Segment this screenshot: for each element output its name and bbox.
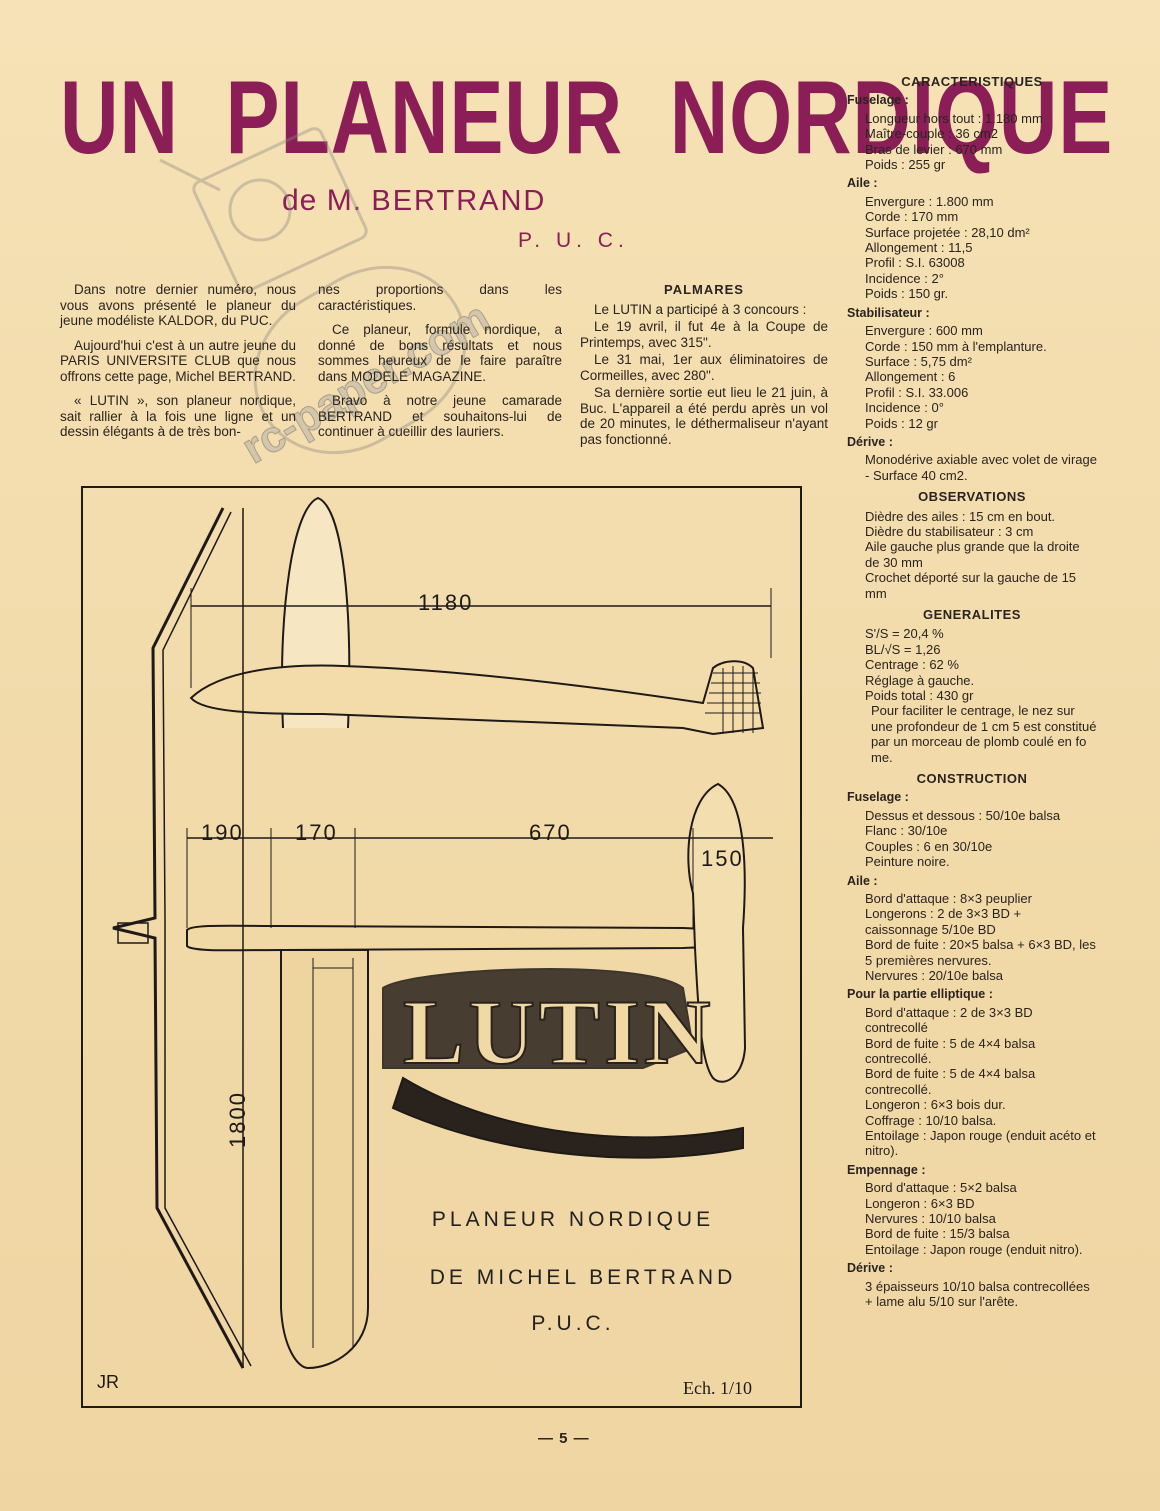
spec-line: Allongement : 6 [865, 369, 956, 385]
section-heading: CONSTRUCTION [916, 771, 1028, 787]
subtitle-prefix: de M. [282, 184, 363, 217]
spec-line: Entoilage : Japon rouge (enduit nitro). [865, 1241, 1083, 1257]
section-heading: CARACTERISTIQUES [901, 74, 1043, 89]
spec-line: Bord de fuite : 15/3 balsa [865, 1226, 1010, 1242]
spec-line: Allongement : 11,5 [865, 240, 973, 256]
spec-line: Nervures : 10/10 balsa [865, 1211, 996, 1227]
spec-line: Entoilage : Japon rouge (enduit acéto et… [865, 1128, 1096, 1159]
spec-line: Coffrage : 10/10 balsa. [865, 1112, 997, 1128]
spec-line: Bord de fuite : 20×5 balsa + 6×3 BD, les… [865, 937, 1096, 968]
subsection-label: Empennage : [847, 1162, 926, 1177]
subsection-label: Stabilisateur : [847, 305, 930, 320]
section-heading: GENERALITES [923, 607, 1021, 622]
spec-line: BL/√S = 1,26 [865, 641, 941, 657]
dim-label-670: 670 [529, 820, 572, 845]
spec-line: Poids : 12 gr [865, 415, 938, 431]
spec-line: Couples : 6 en 30/10e [865, 838, 993, 854]
spec-line: Longueur hors tout : 1.180 mm [865, 110, 1043, 126]
paragraph: nes proportions dans les caractéristique… [318, 282, 562, 313]
spec-line: Surface projetée : 28,10 dm² [865, 224, 1030, 240]
palmares-heading: PALMARES [664, 282, 744, 297]
glider-plan-drawing: 1180 190 170 670 150 1800 LUTIN JR Ech. … [97, 496, 773, 1398]
spec-line: Dièdre du stabilisateur : 3 cm [865, 523, 1034, 539]
subsection-label: Aile : [847, 873, 878, 888]
section-heading: OBSERVATIONS [918, 489, 1026, 505]
subsection-label: Fuselage : [847, 93, 909, 108]
plan-drawing-frame: 1180 190 170 670 150 1800 LUTIN JR Ech. … [81, 486, 802, 1408]
spec-line: Bord d'attaque : 8×3 peuplier [865, 890, 1032, 906]
specifications-sidebar: CARACTERISTIQUES Fuselage : Longueur hor… [847, 74, 1097, 1309]
dimension-labels: 1180 190 170 670 150 1800 [201, 590, 744, 1148]
paragraph: Sa dernière sortie eut lieu le 21 juin, … [580, 385, 828, 447]
spec-line: S'/S = 20,4 % [865, 626, 944, 642]
page-number: — 5 — [538, 1430, 590, 1447]
spec-line: Crochet déporté sur la gauche de 15 mm [865, 570, 1077, 601]
plan-scale: Ech. 1/10 [683, 1378, 752, 1398]
dim-label-170: 170 [295, 820, 338, 845]
paragraph: « LUTIN », son planeur nordique, sait ra… [60, 393, 296, 439]
spec-line: Dessus et dessous : 50/10e balsa [865, 807, 1061, 823]
plan-initials: JR [97, 1372, 119, 1392]
plan-caption-1: PLANEUR NORDIQUE [431, 1208, 715, 1231]
spec-line: Poids : 255 gr [865, 157, 946, 173]
spec-line: Corde : 170 mm [865, 209, 959, 225]
spec-line: Longeron : 6×3 bois dur. [865, 1097, 1006, 1113]
dim-label-190: 190 [201, 820, 244, 845]
palmares-column: PALMARES Le LUTIN a participé à 3 concou… [580, 282, 828, 449]
spec-line: Centrage : 62 % [865, 657, 959, 673]
spec-line: Réglage à gauche. [865, 672, 975, 688]
spec-line: Nervures : 20/10e balsa [865, 967, 1004, 983]
text-column-2: nes proportions dans les caractéristique… [318, 282, 562, 449]
paragraph: Le 31 mai, 1er aux éliminatoires de Corm… [580, 352, 828, 383]
watermark-logo: rc-paper.com [159, 127, 498, 474]
subsection-label: Fuselage : [847, 790, 909, 805]
spec-line: 3 épaisseurs 10/10 balsa contrecollées +… [865, 1278, 1090, 1310]
spec-line: Incidence : 2° [865, 270, 944, 286]
spec-line: Envergure : 600 mm [865, 323, 983, 339]
spec-line: Bras de levier : 670 mm [865, 141, 1003, 157]
subsection-label: Dérive : [847, 1261, 893, 1276]
dim-label-150: 150 [701, 846, 744, 871]
spec-line: Longerons : 2 de 3×3 BD + caissonnage 5/… [865, 906, 1022, 937]
subsection-label: Dérive : [847, 434, 893, 449]
dim-label-span: 1800 [225, 1091, 250, 1148]
spec-line: Bord de fuite : 5 de 4×4 balsa contrecol… [865, 1066, 1036, 1097]
spec-line: Maître-couple : 36 cm2 [865, 126, 998, 142]
spec-line: Poids total : 430 gr [865, 688, 974, 704]
dim-label-length: 1180 [418, 590, 473, 615]
spec-line: Profil : S.I. 63008 [865, 255, 965, 271]
subsection-label: Aile : [847, 176, 878, 191]
spec-line: Bord d'attaque : 5×2 balsa [865, 1180, 1017, 1196]
spec-line: Surface : 5,75 dm² [865, 353, 972, 369]
subsection-label: Pour la partie elliptique : [847, 987, 993, 1002]
spec-line: Aile gauche plus grande que la droite de… [865, 539, 1080, 570]
lutin-logo: LUTIN [403, 981, 714, 1083]
paragraph: Le 19 avril, il fut 4e à la Coupe de Pri… [580, 319, 828, 350]
paragraph: Aujourd'hui c'est à un autre jeune du PA… [60, 337, 296, 384]
author-name: BERTRAND [371, 185, 547, 217]
article-subtitle: de M. BERTRAND [282, 184, 546, 218]
paragraph: Le LUTIN a participé à 3 concours : [594, 301, 807, 317]
paragraph: Ce planeur, formule nordique, a donné de… [318, 322, 562, 384]
spec-line: Poids : 150 gr. [865, 286, 949, 302]
paragraph: Bravo à notre jeune camarade BERTRAND et… [318, 393, 562, 439]
spec-line: Bord de fuite : 5 de 4×4 balsa contrecol… [865, 1035, 1036, 1066]
spec-line: Monodérive axiable avec volet de virage … [865, 452, 1097, 483]
spec-line: Flanc : 30/10e [865, 823, 948, 839]
spec-line: Peinture noire. [865, 854, 950, 870]
club-name: P. U. C. [518, 229, 629, 252]
spec-line: Incidence : 0° [865, 400, 944, 416]
paragraph: Dans notre dernier numéro, nous vous avo… [60, 282, 296, 328]
spec-line: Dièdre des ailes : 15 cm en bout. [865, 508, 1056, 524]
spec-line: Corde : 150 mm à l'emplanture. [865, 338, 1047, 354]
plan-caption-2: DE MICHEL BERTRAND [429, 1266, 737, 1289]
spec-line: Envergure : 1.800 mm [865, 193, 994, 209]
spec-line: Pour faciliter le centrage, le nez sur u… [871, 703, 1097, 765]
spec-line: Longeron : 6×3 BD [865, 1195, 975, 1211]
plan-caption-3: P.U.C. [531, 1312, 615, 1335]
text-column-1: Dans notre dernier numéro, nous vous avo… [60, 282, 296, 449]
spec-line: Bord d'attaque : 2 de 3×3 BD contrecollé [865, 1004, 1033, 1036]
spec-line: Profil : S.I. 33.006 [865, 384, 969, 400]
